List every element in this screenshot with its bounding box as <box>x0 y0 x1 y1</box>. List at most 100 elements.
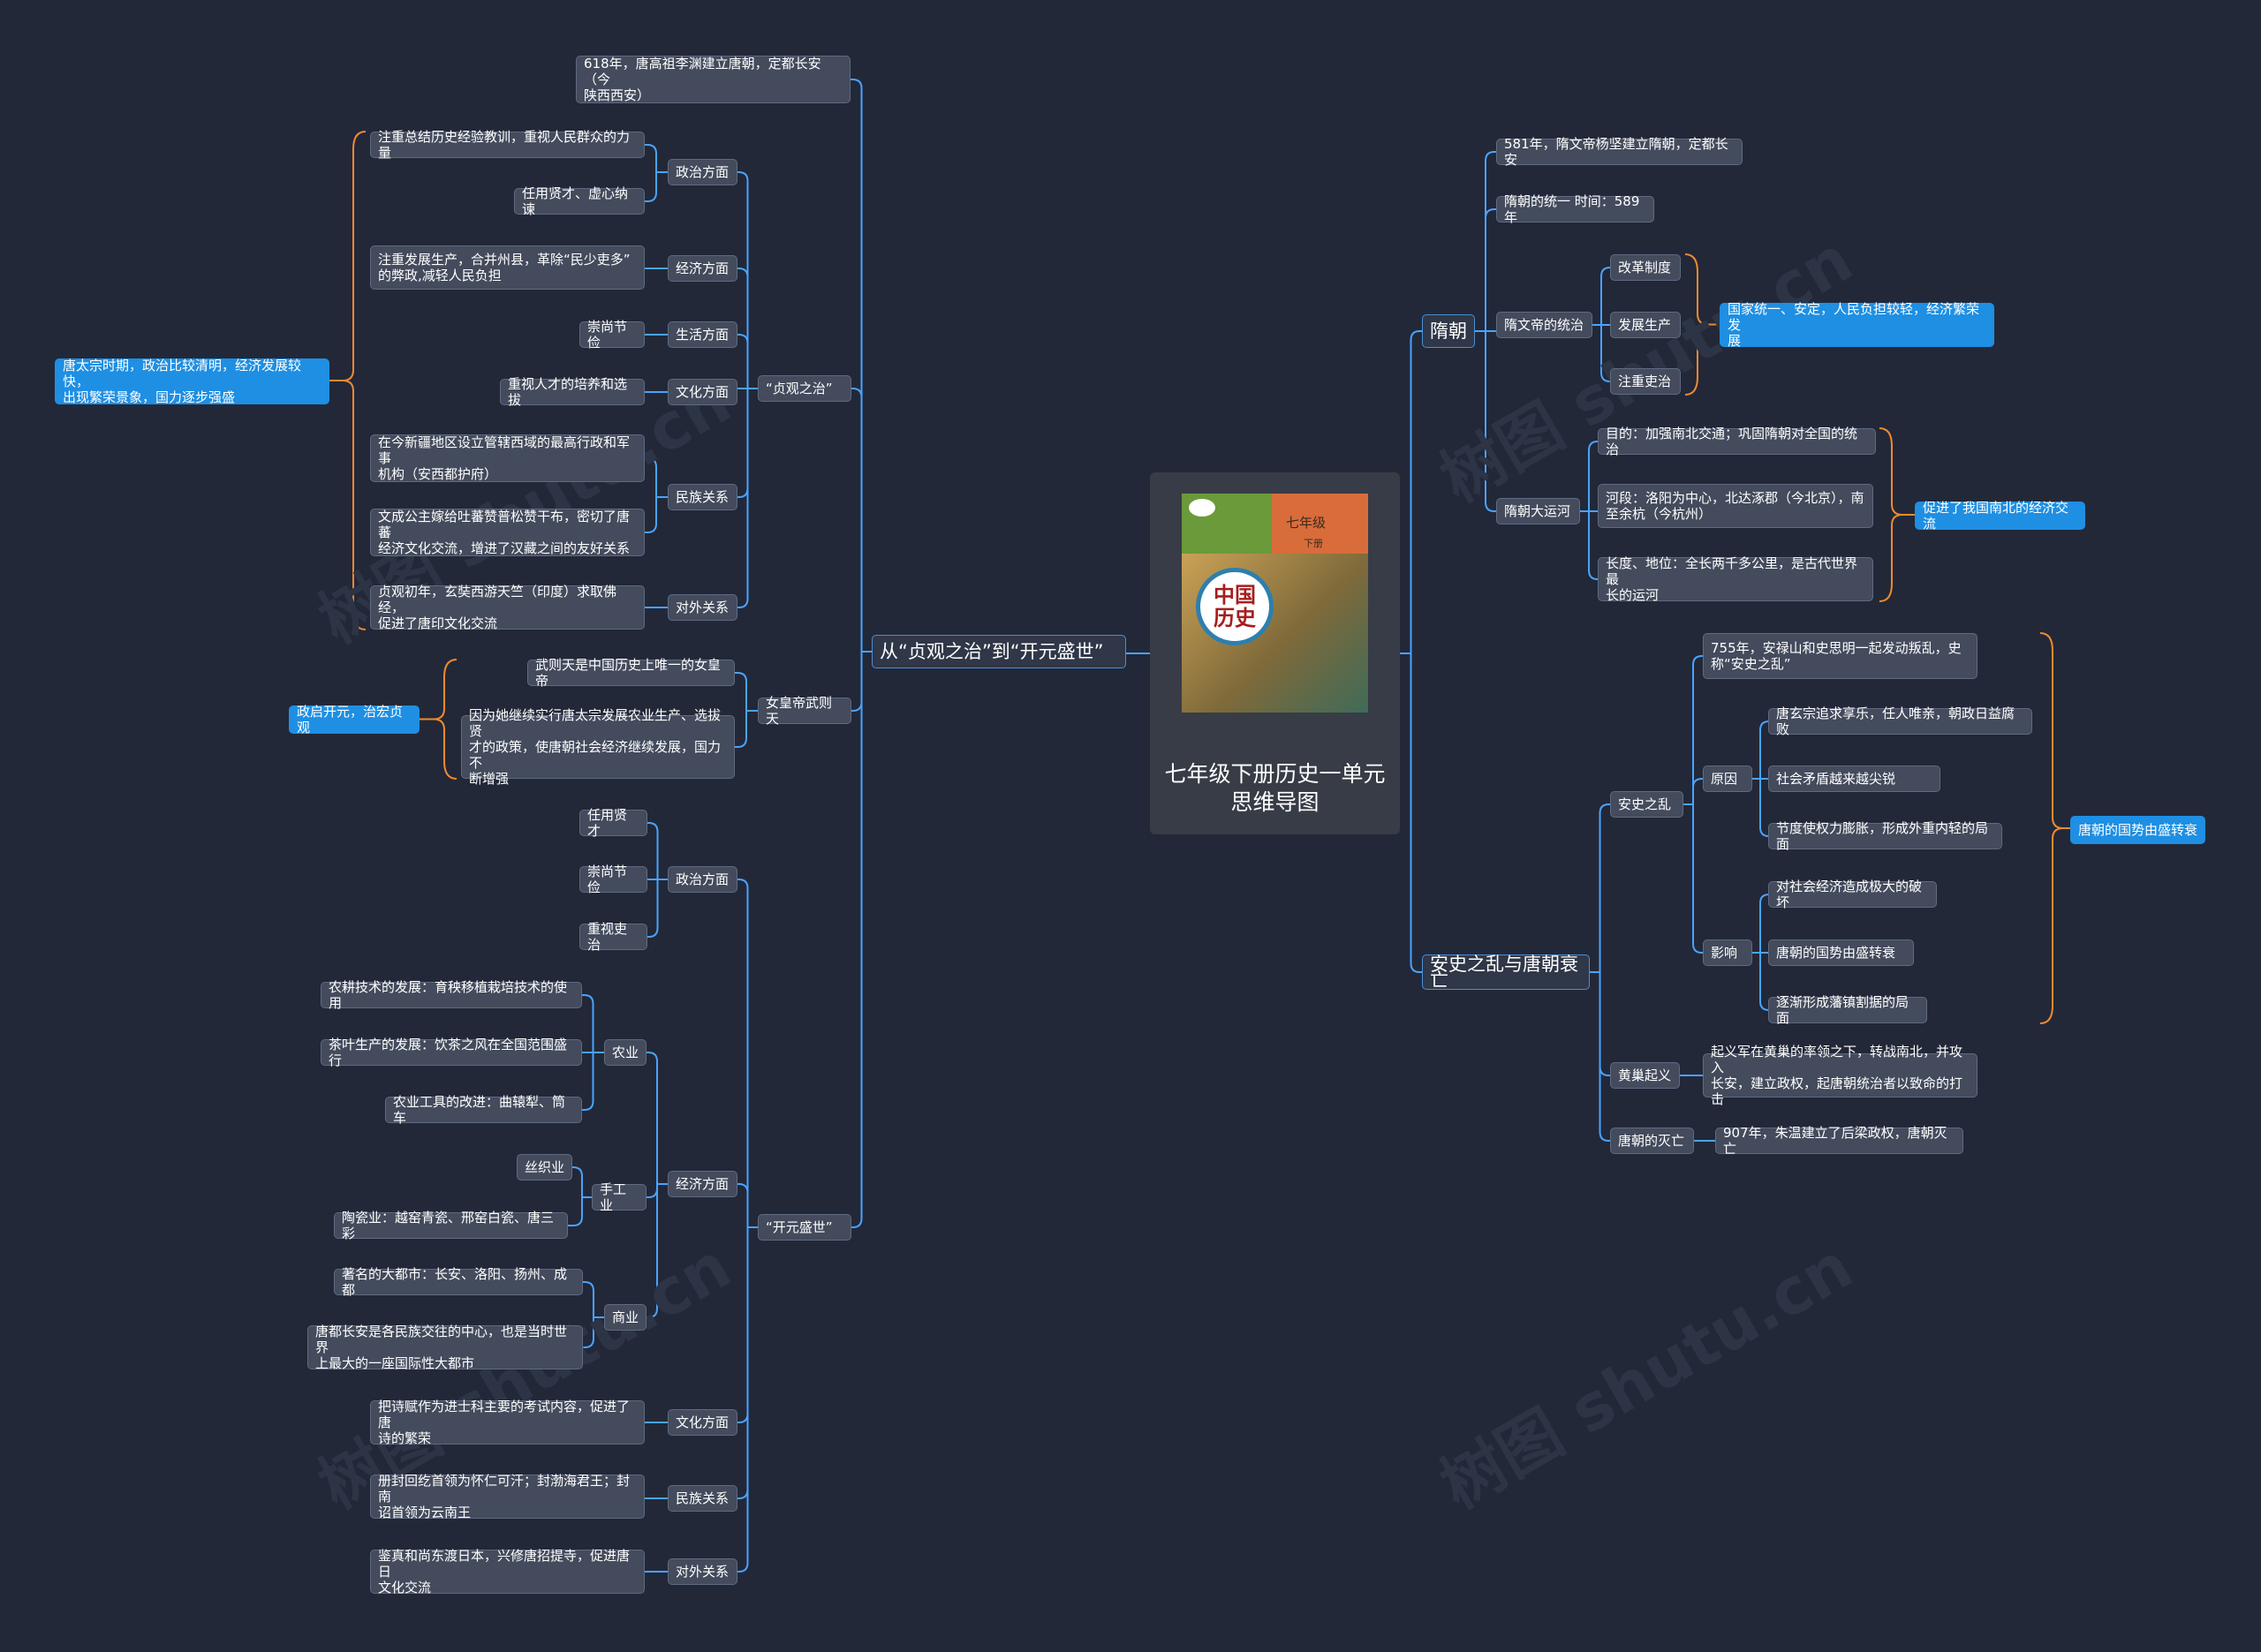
mindmap-node-l23[interactable]: “开元盛世” <box>758 1214 851 1241</box>
mindmap-node-l15[interactable]: 文成公主嫁给吐蕃赞普松赞干布，密切了唐蕃 经济文化交流，增进了汉藏之间的友好关系 <box>370 509 645 556</box>
mindmap-node-l44[interactable]: 鉴真和尚东渡日本，兴修唐招提寺，促进唐日 文化交流 <box>370 1548 645 1595</box>
connector-line <box>737 879 758 1228</box>
connector-line <box>1475 208 1496 332</box>
connector-line <box>1752 894 1770 954</box>
mindmap-node-l24[interactable]: 政治方面 <box>668 866 737 893</box>
mindmap-node-l30[interactable]: 农耕技术的发展：育秧移植栽培技术的使用 <box>321 979 582 1011</box>
root-node[interactable]: 七年级 下册 中国 历史 七年级下册历史一单元 思维导图 <box>1150 472 1400 834</box>
mindmap-node-l41[interactable]: 民族关系 <box>668 1485 737 1512</box>
mindmap-node-l32[interactable]: 农业工具的改进：曲辕犁、筒车 <box>385 1094 582 1126</box>
mindmap-node-r11[interactable]: 河段：洛阳为中心，北达涿郡（今北京），南 至余杭（今杭州） <box>1598 484 1873 528</box>
connector-line <box>851 388 872 653</box>
connector-line <box>1400 330 1422 654</box>
mindmap-node-r26[interactable]: 黄巢起义 <box>1610 1062 1680 1089</box>
mindmap-node-l9[interactable]: 生活方面 <box>668 321 737 348</box>
mindmap-node-l8[interactable]: 注重发展生产，合并州县，革除“民少吏多” 的弊政,减轻人民负担 <box>370 245 645 290</box>
mindmap-node-r6[interactable]: 发展生产 <box>1610 312 1681 338</box>
mindmap-node-r5[interactable]: 改革制度 <box>1610 254 1681 281</box>
summary-brace <box>433 659 457 780</box>
mindmap-node-l37[interactable]: 著名的大都市：长安、洛阳、扬州、成都 <box>334 1266 583 1298</box>
mindmap-node-l35[interactable]: 陶瓷业：越窑青瓷、邢窑白瓷、唐三彩 <box>334 1210 568 1241</box>
mindmap-node-r4[interactable]: 隋文帝的统治 <box>1496 312 1592 338</box>
mindmap-node-l26[interactable]: 崇尚节俭 <box>579 864 647 895</box>
mindmap-node-l34[interactable]: 丝织业 <box>517 1154 572 1181</box>
connector-line <box>737 1183 758 1228</box>
connector-line <box>645 171 668 202</box>
mindmap-node-l38[interactable]: 唐都长安是各民族交往的中心，也是当时世界 上最大的一座国际性大都市 <box>307 1324 583 1371</box>
mindmap-node-r19[interactable]: 社会矛盾越来越尖锐 <box>1768 766 1940 792</box>
mindmap-node-l12[interactable]: 重视人才的培养和选拔 <box>500 376 645 408</box>
publisher-logo-icon <box>1189 499 1215 517</box>
connector-line <box>1592 324 1611 382</box>
mindmap-node-l6[interactable]: 任用贤才、虚心纳谏 <box>514 185 645 217</box>
mindmap-node-l28[interactable]: 经济方面 <box>668 1171 737 1197</box>
connector-line <box>1475 330 1496 512</box>
mindmap-node-r18[interactable]: 唐玄宗追求享乐，任人唯亲，朝政日益腐败 <box>1768 705 2032 737</box>
mindmap-node-r29[interactable]: 907年，朱温建立了后梁政权，唐朝灭亡 <box>1715 1125 1963 1157</box>
mindmap-node-r12[interactable]: 长度、地位：全长两千多公里，是古代世界最 长的运河 <box>1598 555 1873 603</box>
mindmap-node-l11[interactable]: 文化方面 <box>668 379 737 405</box>
connector-line <box>1683 655 1703 805</box>
mindmap-node-l10[interactable]: 崇尚节俭 <box>579 319 645 351</box>
connector-line <box>735 710 758 748</box>
mindmap-node-l19[interactable]: 女皇帝武则天 <box>758 695 851 727</box>
mindmap-node-l3[interactable]: “贞观之治” <box>758 375 851 402</box>
summary-brace <box>2039 632 2064 1024</box>
connector-line <box>647 822 668 880</box>
connector-line <box>647 879 668 938</box>
mindmap-node-r2[interactable]: 581年，隋文帝杨坚建立隋朝，定都长安 <box>1496 136 1743 168</box>
mindmap-node-r9[interactable]: 隋朝大运河 <box>1496 498 1580 524</box>
mindmap-node-r27[interactable]: 起义军在黄巢的率领之下，转战南北，并攻入 长安，建立政权，起唐朝统治者以致命的打… <box>1703 1044 1977 1107</box>
cover-grade: 七年级 <box>1286 515 1327 531</box>
mindmap-node-r8[interactable]: 国家统一、安定，人民负担较轻，经济繁荣发 展 <box>1720 301 1994 349</box>
mindmap-node-l16[interactable]: 对外关系 <box>668 594 737 621</box>
connector-line <box>737 1226 758 1573</box>
mindmap-node-r1[interactable]: 隋朝 <box>1422 314 1475 348</box>
mindmap-node-l42[interactable]: 册封回纥首领为怀仁可汗；封渤海君王；封南 诏首领为云南王 <box>370 1473 645 1520</box>
mindmap-node-r25[interactable]: 唐朝的国势由盛转衰 <box>2070 816 2205 844</box>
mindmap-node-l39[interactable]: 文化方面 <box>668 1409 737 1436</box>
mindmap-node-r14[interactable]: 安史之乱与唐朝衰亡 <box>1422 954 1590 990</box>
mindmap-node-l31[interactable]: 茶叶生产的发展：饮茶之风在全国范围盛行 <box>321 1037 582 1068</box>
mindmap-node-l13[interactable]: 民族关系 <box>668 484 737 510</box>
mindmap-node-r15[interactable]: 安史之乱 <box>1610 791 1683 818</box>
mindmap-node-l18[interactable]: 唐太宗时期，政治比较清明，经济发展较快， 出现繁荣景象，国力逐步强盛 <box>55 358 329 405</box>
mindmap-node-r13[interactable]: 促进了我国南北的经济交流 <box>1915 500 2085 532</box>
mindmap-node-r24[interactable]: 逐渐形成藩镇割据的局面 <box>1768 994 1927 1026</box>
mindmap-node-r3[interactable]: 隋朝的统一 时间：589年 <box>1496 193 1654 225</box>
mindmap-node-l2[interactable]: 618年，唐高祖李渊建立唐朝，定都长安（今 陕西西安） <box>576 56 851 103</box>
connector-line <box>737 388 758 608</box>
mindmap-node-r10[interactable]: 目的：加强南北交通；巩固隋朝对全国的统治 <box>1598 426 1876 457</box>
mindmap-node-r16[interactable]: 755年，安禄山和史思明一起发动叛乱，史 称“安史之乱” <box>1703 633 1977 679</box>
mindmap-node-l5[interactable]: 注重总结历史经验教训，重视人民群众的力量 <box>370 129 645 161</box>
connector-line <box>572 1166 592 1198</box>
connector-line <box>645 496 668 533</box>
mindmap-node-l22[interactable]: 政启开元，治宏贞观 <box>289 704 420 735</box>
connector-line <box>851 79 872 653</box>
mindmap-node-r7[interactable]: 注重吏治 <box>1610 368 1681 395</box>
mindmap-node-r22[interactable]: 对社会经济造成极大的破坏 <box>1768 879 1937 910</box>
mindmap-node-l40[interactable]: 把诗赋作为进士科主要的考试内容，促进了唐 诗的繁荣 <box>370 1399 645 1446</box>
mindmap-node-r20[interactable]: 节度使权力膨胀，形成外重内轻的局面 <box>1768 820 2002 852</box>
connector-line <box>1590 803 1610 973</box>
mindmap-node-l25[interactable]: 任用贤才 <box>579 807 647 839</box>
mindmap-node-r21[interactable]: 影响 <box>1703 939 1752 966</box>
mindmap-node-l36[interactable]: 商业 <box>604 1304 647 1331</box>
mindmap-node-r17[interactable]: 原因 <box>1703 766 1752 792</box>
mindmap-node-r28[interactable]: 唐朝的灭亡 <box>1610 1128 1694 1154</box>
connector-line <box>583 1281 604 1318</box>
mindmap-node-l7[interactable]: 经济方面 <box>668 255 737 282</box>
mindmap-node-l21[interactable]: 因为她继续实行唐太宗发展农业生产、选拔贤 才的政策，使唐朝社会经济继续发展，国力… <box>461 707 735 787</box>
mindmap-node-l33[interactable]: 手工业 <box>592 1181 647 1213</box>
connector-line <box>645 457 668 498</box>
mindmap-node-l14[interactable]: 在今新疆地区设立管辖西域的最高行政和军事 机构（安西都护府） <box>370 434 645 482</box>
mindmap-node-l1[interactable]: 从“贞观之治”到“开元盛世” <box>872 635 1126 668</box>
connector-line <box>583 1316 604 1348</box>
mindmap-node-l20[interactable]: 武则天是中国历史上唯一的女皇帝 <box>527 657 735 689</box>
mindmap-node-l17[interactable]: 贞观初年，玄奘西游天竺（印度）求取佛经， 促进了唐印文化交流 <box>370 584 645 631</box>
mindmap-node-l27[interactable]: 重视吏治 <box>579 921 647 953</box>
mindmap-node-r23[interactable]: 唐朝的国势由盛转衰 <box>1768 939 1914 966</box>
mindmap-node-l43[interactable]: 对外关系 <box>668 1558 737 1585</box>
mindmap-node-l29[interactable]: 农业 <box>604 1039 647 1066</box>
mindmap-node-l4[interactable]: 政治方面 <box>668 159 737 185</box>
